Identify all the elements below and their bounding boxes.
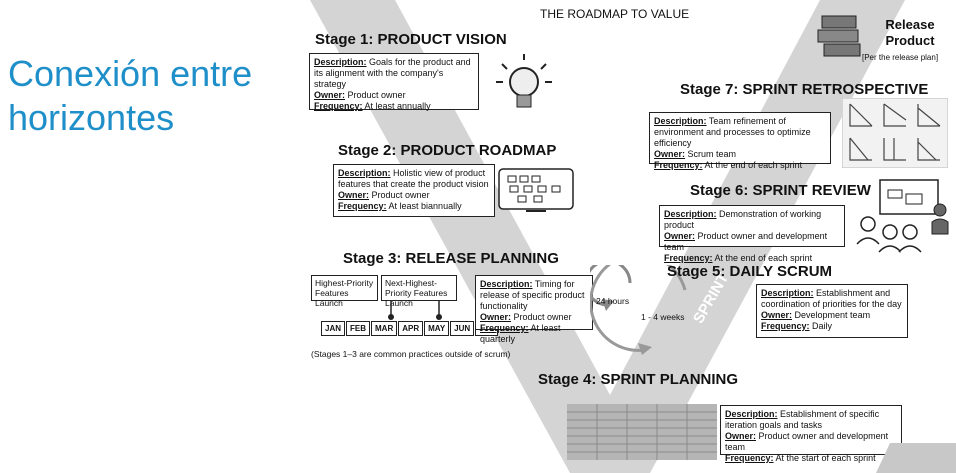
stage1-owner-label: Owner: — [314, 90, 346, 100]
stage6-box: Description: Demonstration of working pr… — [659, 205, 845, 263]
launch2-label: Next-Highest-Priority Features Launch — [385, 278, 448, 308]
retrospective-grid-image — [842, 98, 948, 168]
stage4-owner-label: Owner: — [725, 431, 757, 441]
month-apr: APR — [398, 321, 424, 336]
stage5-frequency-label: Frequency: — [761, 321, 810, 331]
stage2-box: Description: Holistic view of product fe… — [333, 164, 495, 217]
launch2-box: Next-Highest-Priority Features Launch — [381, 275, 457, 308]
stage3-frequency: At least quarterly — [480, 323, 561, 344]
stage6-owner: Product owner and development team — [664, 231, 828, 252]
stage4-frequency: At the start of each sprint — [775, 453, 876, 463]
task-board-image — [567, 404, 717, 460]
month-jun: JUN — [450, 321, 475, 336]
stage1-box: Description: Goals for the product and i… — [309, 53, 479, 111]
stages-footnote: (Stages 1–3 are common practices outside… — [311, 349, 511, 359]
stage5-frequency: Daily — [812, 321, 833, 331]
stage7-frequency: At the end of each sprint — [704, 160, 803, 170]
stage1-frequency: At least annually — [364, 101, 431, 111]
stage6-frequency: At the end of each sprint — [714, 253, 813, 263]
stage7-title: Stage 7: SPRINT RETROSPECTIVE — [680, 81, 929, 98]
presentation-people-icon — [856, 179, 949, 253]
stage5-box: Description: Establishment and coordinat… — [756, 284, 908, 338]
cycle-1-4-weeks: 1 - 4 weeks — [641, 312, 685, 322]
stage5-description: Establishment and coordination of priori… — [761, 288, 902, 309]
stage7-description: Team refinement of environment and proce… — [654, 116, 811, 148]
release-product-title: Release Product — [885, 17, 935, 48]
stage5-desc-label: Description: — [761, 288, 814, 298]
stage5-owner-label: Owner: — [761, 310, 793, 320]
stage3-description: Timing for release of specific product f… — [480, 279, 585, 311]
stage5-title: Stage 5: DAILY SCRUM — [667, 263, 833, 280]
page-heading: Conexión entre horizontes — [8, 53, 253, 138]
month-feb: FEB — [346, 321, 371, 336]
stage3-owner-label: Owner: — [480, 312, 512, 322]
stage2-frequency-label: Frequency: — [338, 201, 387, 211]
stage6-frequency-label: Frequency: — [664, 253, 713, 263]
stage1-owner: Product owner — [347, 90, 406, 100]
stage1-desc-label: Description: — [314, 57, 367, 67]
stage7-owner-label: Owner: — [654, 149, 686, 159]
stage4-frequency-label: Frequency: — [725, 453, 774, 463]
release-product-subtitle: [Per the release plan] — [862, 53, 939, 62]
stage6-desc-label: Description: — [664, 209, 717, 219]
launch1-box: Highest-Priority Features Launch — [311, 275, 378, 308]
stage5-owner: Development team — [794, 310, 871, 320]
stage4-desc-label: Description: — [725, 409, 778, 419]
stage1-description: Goals for the product and its alignment … — [314, 57, 471, 89]
stage7-desc-label: Description: — [654, 116, 707, 126]
stage4-description: Establishment of specific iteration goal… — [725, 409, 880, 430]
stage7-owner: Scrum team — [687, 149, 737, 159]
stage3-owner: Product owner — [513, 312, 572, 322]
month-may: MAY — [424, 321, 450, 336]
stage7-frequency-label: Frequency: — [654, 160, 703, 170]
roadmap-board-icon — [498, 168, 574, 212]
stage6-title: Stage 6: SPRINT REVIEW — [690, 182, 871, 199]
launch1-label: Highest-Priority Features Launch — [315, 278, 374, 308]
stage2-owner: Product owner — [371, 190, 430, 200]
stage3-box: Description: Timing for release of speci… — [475, 275, 593, 344]
cycle-arrows — [590, 265, 687, 355]
stage1-frequency-label: Frequency: — [314, 101, 363, 111]
stage6-description: Demonstration of working product — [664, 209, 822, 230]
stage4-box: Description: Establishment of specific i… — [720, 405, 902, 463]
stage1-title: Stage 1: PRODUCT VISION — [315, 31, 507, 48]
stage2-description: Holistic view of product features that c… — [338, 168, 489, 189]
stage3-desc-label: Description: — [480, 279, 533, 289]
month-mar: MAR — [371, 321, 398, 336]
corner-gray-shape — [876, 443, 956, 473]
stage4-title: Stage 4: SPRINT PLANNING — [538, 371, 739, 388]
release-stack-icon — [817, 15, 861, 57]
months-row: JANFEBMARAPRMAYJUNJUL — [321, 318, 499, 336]
stage2-frequency: At least biannually — [388, 201, 462, 211]
stage6-owner-label: Owner: — [664, 231, 696, 241]
stage2-title: Stage 2: PRODUCT ROADMAP — [338, 142, 557, 159]
stage3-title: Stage 3: RELEASE PLANNING — [343, 250, 559, 267]
lightbulb-icon — [496, 54, 552, 108]
stage2-owner-label: Owner: — [338, 190, 370, 200]
stage3-frequency-label: Frequency: — [480, 323, 529, 333]
stage4-owner: Product owner and development team — [725, 431, 889, 452]
diagram-title: THE ROADMAP TO VALUE — [540, 7, 690, 21]
month-jan: JAN — [321, 321, 346, 336]
cycle-24-hours: 24 hours — [596, 296, 630, 306]
stage7-box: Description: Team refinement of environm… — [649, 112, 831, 170]
stage2-desc-label: Description: — [338, 168, 391, 178]
launch-connector-lines — [388, 301, 442, 320]
